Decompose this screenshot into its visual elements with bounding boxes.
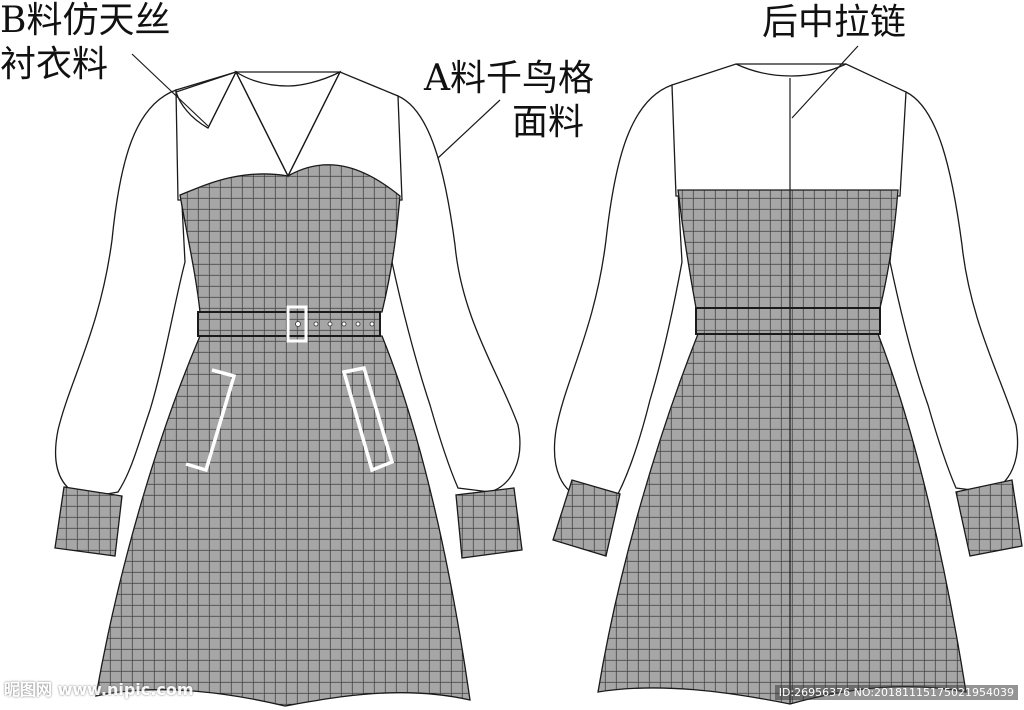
front-left-cuff — [54, 486, 123, 557]
back-belt — [695, 307, 881, 335]
label-fabric-b-line1: B料仿天丝 — [0, 0, 171, 41]
front-view — [54, 53, 523, 707]
front-right-cuff — [455, 487, 523, 559]
front-bodice — [179, 164, 401, 313]
front-left-pocket — [185, 368, 237, 473]
label-back-zipper: 后中拉链 — [762, 2, 907, 43]
front-skirt — [95, 335, 471, 707]
leader-zipper — [791, 45, 859, 119]
label-fabric-a-line2: 面料 — [512, 102, 585, 143]
label-fabric-b-line2: 衬衣料 — [0, 44, 109, 85]
back-view — [552, 45, 1023, 705]
back-left-cuff — [552, 479, 621, 557]
belt-holes — [295, 321, 375, 327]
front-right-sleeve — [391, 95, 521, 493]
leader-fabric-b — [131, 53, 209, 127]
back-right-sleeve — [889, 90, 1019, 493]
watermark-id: ID:26956376 NO:20181115175021954039 — [774, 685, 1018, 700]
back-left-sleeve — [553, 84, 683, 501]
front-right-pocket — [341, 365, 395, 473]
label-fabric-a-line1: A料千鸟格 — [424, 58, 594, 99]
leader-fabric-a — [437, 99, 501, 159]
watermark-site: 昵图网 www.nipic.com — [4, 680, 194, 699]
back-right-cuff — [955, 479, 1023, 557]
front-belt-buckle — [286, 305, 308, 343]
back-yoke — [671, 63, 907, 197]
back-bodice — [677, 189, 899, 309]
front-left-sleeve — [54, 89, 186, 499]
